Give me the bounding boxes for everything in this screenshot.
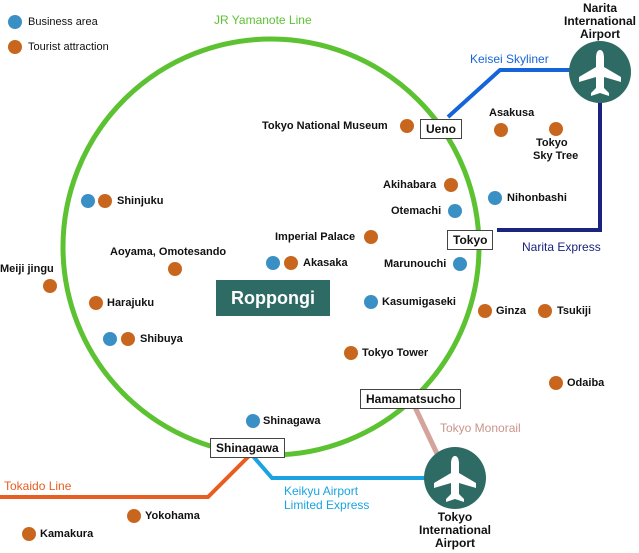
dot-marunouchi[interactable]: [453, 257, 467, 271]
legend-tourist-dot: [8, 40, 22, 54]
dot-shinjuku-business[interactable]: [81, 194, 95, 208]
label-odaiba: Odaiba: [567, 377, 605, 389]
dot-shinagawa-area[interactable]: [246, 414, 260, 428]
label-aoyama: Aoyama, Omotesando: [110, 246, 227, 258]
narita-express-label: Narita Express: [522, 240, 601, 254]
tokyo-monorail-line: [411, 403, 443, 462]
label-akihabara: Akihabara: [383, 179, 437, 191]
tokaido-line: [0, 453, 252, 499]
label-kamakura: Kamakura: [40, 528, 94, 540]
dot-aoyama[interactable]: [168, 262, 182, 276]
keikyu-line: [250, 453, 430, 480]
dot-tokyo-national-museum[interactable]: [400, 119, 414, 133]
dot-kamakura[interactable]: [22, 527, 36, 541]
label-nihonbashi: Nihonbashi: [507, 192, 567, 204]
keisei-line-label: Keisei Skyliner: [470, 52, 549, 66]
label-akasaka: Akasaka: [303, 257, 348, 269]
dot-akihabara[interactable]: [444, 178, 458, 192]
dot-kasumigaseki[interactable]: [364, 295, 378, 309]
station-ueno[interactable]: Ueno: [420, 119, 462, 139]
dot-shibuya-business[interactable]: [103, 332, 117, 346]
label-shinagawa-area: Shinagawa: [263, 415, 321, 427]
label-shibuya: Shibuya: [140, 333, 183, 345]
keisei-skyliner-line: [446, 68, 574, 119]
label-yokohama: Yokohama: [145, 510, 200, 522]
legend-business-dot: [8, 15, 22, 29]
haneda-airport-icon: [424, 447, 486, 509]
label-imperial-palace: Imperial Palace: [275, 231, 356, 243]
dot-tokyo-tower[interactable]: [344, 346, 358, 360]
keikyu-line-label-1: Keikyu Airport: [284, 484, 359, 498]
dot-harajuku[interactable]: [89, 296, 103, 310]
dot-akasaka-business[interactable]: [266, 256, 280, 270]
label-meiji-jingu: Meiji jingu: [0, 263, 54, 275]
monorail-line-label: Tokyo Monorail: [440, 421, 521, 435]
label-tokyo-tower: Tokyo Tower: [362, 347, 429, 359]
station-shinagawa[interactable]: Shinagawa: [210, 438, 285, 458]
legend-business-label: Business area: [28, 16, 98, 28]
dot-shinjuku-tourist[interactable]: [98, 194, 112, 208]
yamanote-line-label: JR Yamanote Line: [214, 13, 312, 27]
keikyu-line-label-2: Limited Express: [284, 498, 370, 512]
haneda-airport-name: Tokyo International Airport: [396, 511, 514, 550]
narita-name-3: Airport: [580, 27, 620, 41]
haneda-name-3: Airport: [435, 536, 475, 550]
narita-express-line: [497, 97, 602, 232]
label-harajuku: Harajuku: [107, 297, 155, 309]
tokaido-line-label: Tokaido Line: [4, 479, 72, 493]
station-tokyo[interactable]: Tokyo: [447, 230, 494, 250]
dot-meiji-jingu[interactable]: [43, 279, 57, 293]
haneda-name-2: International: [418, 523, 491, 537]
label-tokyo-national-museum: Tokyo National Museum: [262, 120, 388, 132]
legend-tourist-label: Tourist attraction: [28, 41, 109, 53]
roppongi-center-label: Roppongi: [216, 280, 330, 316]
narita-airport-name: Narita International Airport: [546, 2, 639, 41]
dot-asakusa[interactable]: [494, 123, 508, 137]
label-otemachi: Otemachi: [391, 205, 442, 217]
label-ginza: Ginza: [496, 305, 526, 317]
dot-tsukiji[interactable]: [538, 304, 552, 318]
label-tsukiji: Tsukiji: [557, 305, 592, 317]
dot-imperial-palace[interactable]: [364, 230, 378, 244]
haneda-name-1: Tokyo: [437, 510, 473, 524]
label-sky-tree-2: Sky Tree: [533, 150, 579, 162]
dot-otemachi[interactable]: [448, 204, 462, 218]
station-hamamatsucho[interactable]: Hamamatsucho: [360, 389, 462, 409]
label-marunouchi: Marunouchi: [384, 258, 447, 270]
label-sky-tree-1: Tokyo: [536, 137, 568, 149]
dot-akasaka-tourist[interactable]: [284, 256, 298, 270]
narita-name-1: Narita: [582, 1, 617, 15]
dot-nihonbashi[interactable]: [488, 191, 502, 205]
dot-ginza[interactable]: [478, 304, 492, 318]
narita-name-2: International: [563, 14, 636, 28]
label-shinjuku: Shinjuku: [117, 195, 164, 207]
dot-yokohama[interactable]: [127, 509, 141, 523]
label-asakusa: Asakusa: [489, 107, 535, 119]
dot-shibuya-tourist[interactable]: [121, 332, 135, 346]
label-kasumigaseki: Kasumigaseki: [382, 296, 456, 308]
narita-airport-icon: [569, 41, 631, 103]
dot-sky-tree[interactable]: [549, 122, 563, 136]
dot-odaiba[interactable]: [549, 376, 563, 390]
